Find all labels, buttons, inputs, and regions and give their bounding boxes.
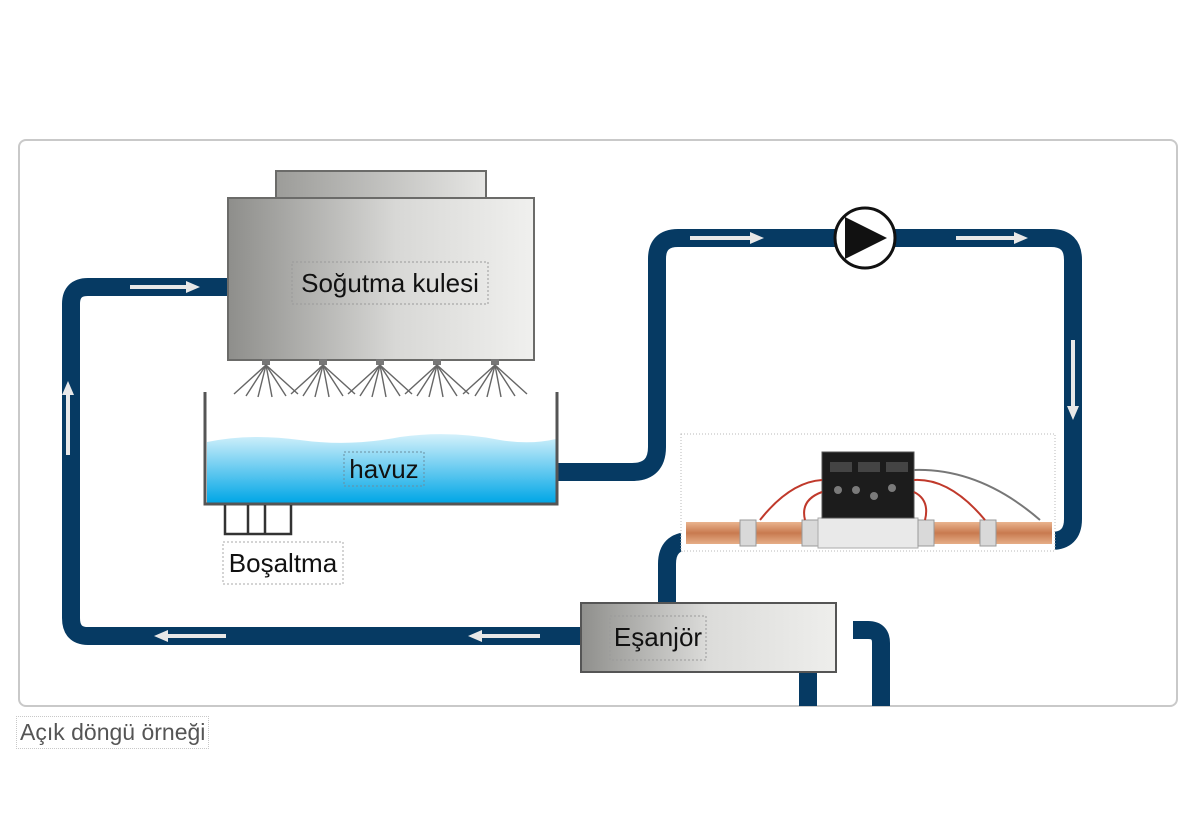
flow-arrow-icon	[1067, 340, 1079, 420]
spray-nozzles	[233, 359, 528, 398]
flow-arrow-icon	[468, 630, 540, 642]
cooling-tower-label: Soğutma kulesi	[301, 268, 479, 298]
heat-exchanger: Eşanjör	[580, 602, 837, 673]
spray-nozzle-icon	[462, 359, 528, 398]
heat-exchanger-label: Eşanjör	[614, 622, 702, 652]
spray-nozzle-icon	[404, 359, 470, 398]
spray-nozzle-icon	[233, 359, 299, 398]
basin-label: havuz	[349, 454, 418, 484]
cooling-tower: Soğutma kulesi	[227, 170, 535, 361]
drain-label: Boşaltma	[229, 548, 338, 578]
return-pipe-left	[62, 278, 582, 645]
drain	[223, 505, 293, 536]
flow-arrow-icon	[62, 381, 74, 455]
spray-nozzle-icon	[347, 359, 413, 398]
flow-arrow-icon	[154, 630, 226, 642]
basin: havuz	[203, 392, 559, 506]
flow-arrow-icon	[690, 232, 764, 244]
pump-icon	[833, 206, 897, 270]
exchanger-side-pipe	[853, 621, 890, 706]
diagram-caption: Açık döngü örneği	[16, 716, 210, 749]
flow-arrows	[62, 232, 1079, 642]
flow-arrow-icon	[130, 281, 200, 293]
spray-nozzle-icon	[290, 359, 356, 398]
flow-arrow-icon	[956, 232, 1028, 244]
water-treatment-device-icon	[680, 433, 1056, 552]
